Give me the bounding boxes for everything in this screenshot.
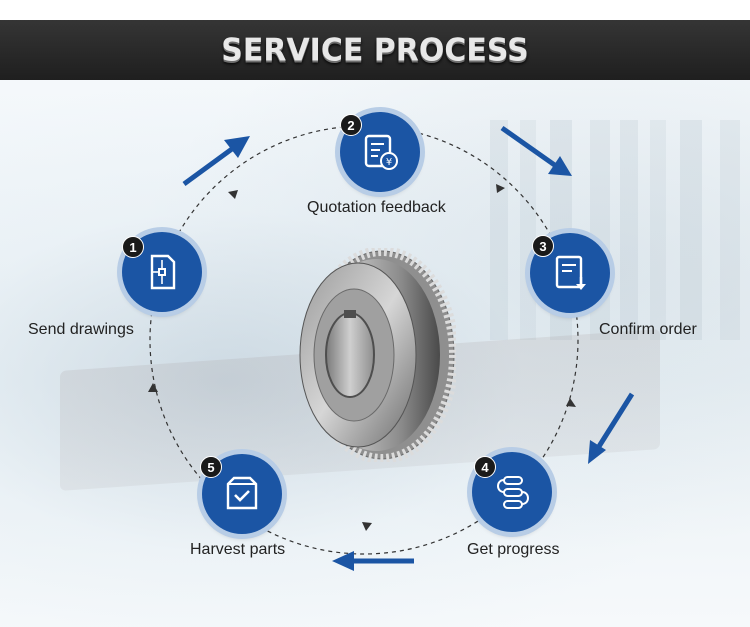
step-1-label: Send drawings: [28, 321, 134, 338]
direction-arrow-top-right: [500, 125, 572, 176]
header-band: [0, 20, 750, 80]
step-4-label: Get progress: [467, 541, 560, 558]
step-4-node[interactable]: [472, 452, 552, 532]
step-5-label: Harvest parts: [190, 541, 286, 558]
quotation-yen-icon: ¥: [364, 134, 398, 170]
step-5-badge: 5: [200, 456, 222, 478]
progress-flow-icon: [497, 476, 529, 509]
svg-text:¥: ¥: [386, 157, 392, 168]
path-arrow-3: [566, 398, 576, 407]
step-3-badge: 3: [532, 235, 554, 257]
box-check-icon: [226, 476, 258, 510]
gear-image: [296, 246, 459, 464]
drawing-icon: [150, 254, 176, 290]
path-arrow-2: [496, 184, 505, 193]
step-1-badge: 1: [122, 236, 144, 258]
background-skyline: [490, 120, 750, 340]
page-title: SERVICE PROCESS: [221, 31, 529, 69]
direction-arrow-right: [588, 392, 635, 464]
path-arrow-4: [362, 522, 372, 531]
path-arrow-1: [228, 190, 238, 199]
step-4-badge: 4: [474, 456, 496, 478]
confirm-order-icon: [555, 255, 586, 290]
direction-arrow-top-left: [182, 136, 250, 187]
step-2-badge: 2: [340, 114, 362, 136]
path-arrow-5: [148, 383, 158, 392]
step-2-label: Quotation feedback: [307, 199, 446, 216]
direction-arrow-bottom: [332, 551, 414, 571]
step-3-label: Confirm order: [599, 321, 697, 338]
